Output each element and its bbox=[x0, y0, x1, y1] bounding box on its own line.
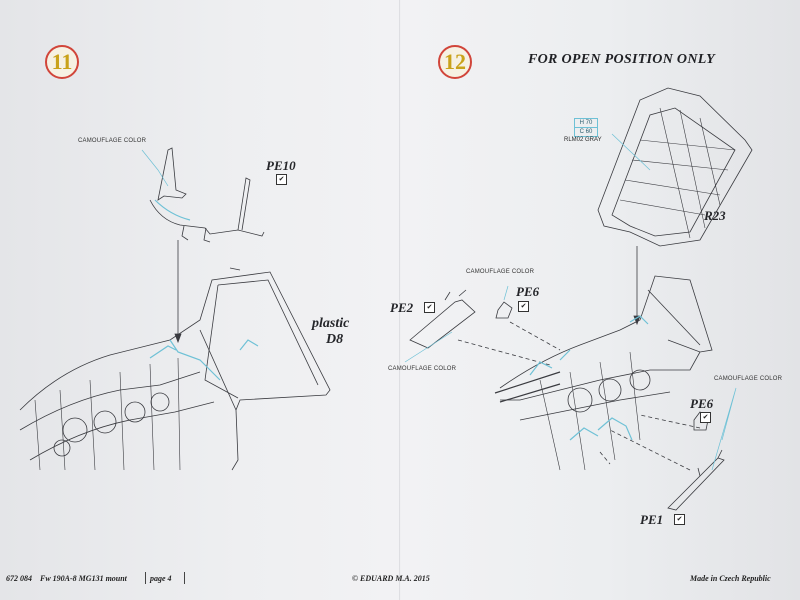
footer-separator-2 bbox=[184, 572, 185, 584]
camouflage-color-label-pe2: CAMOUFLAGE COLOR bbox=[388, 366, 457, 372]
camouflage-color-label-pe6-right: CAMOUFLAGE COLOR bbox=[714, 376, 783, 382]
part-label-r23: R23 bbox=[704, 208, 726, 223]
paint-name: RLM02 GRAY bbox=[564, 137, 602, 143]
footer-code: 672 084 bbox=[6, 574, 32, 583]
paint-code-c: C 60 bbox=[579, 129, 593, 135]
footer-product: Fw 190A-8 MG131 mount bbox=[40, 574, 127, 583]
check-box-pe1: ✔ bbox=[674, 514, 685, 525]
part-label-pe6-right: PE6 bbox=[690, 396, 714, 411]
step-number-12: 12 bbox=[438, 45, 472, 79]
footer-page: page 4 bbox=[150, 574, 172, 583]
part-label-pe1: PE1 bbox=[640, 512, 664, 527]
check-box-pe10: ✔ bbox=[276, 174, 287, 185]
check-box-pe2: ✔ bbox=[424, 302, 435, 313]
page-fold bbox=[399, 0, 401, 600]
footer-separator-1 bbox=[145, 572, 146, 584]
check-box-pe6-right: ✔ bbox=[700, 412, 711, 423]
page-footer: 672 084 Fw 190A-8 MG131 mount page 4 © E… bbox=[0, 572, 800, 586]
part-label-d8: D8 bbox=[326, 332, 344, 347]
step-number-11: 11 bbox=[45, 45, 79, 79]
part-label-pe10: PE10 bbox=[266, 158, 296, 173]
step-12-title: FOR OPEN POSITION ONLY bbox=[528, 52, 715, 67]
part-label-pe2: PE2 bbox=[390, 300, 414, 315]
paint-code-box: H 70 C 60 bbox=[574, 118, 598, 137]
part-label-pe6-top: PE6 bbox=[516, 284, 540, 299]
camouflage-color-label-pe6-top: CAMOUFLAGE COLOR bbox=[466, 269, 535, 275]
paint-code-h: H 70 bbox=[575, 119, 597, 128]
plastic-label: plastic bbox=[312, 316, 350, 331]
footer-made-in: Made in Czech Republic bbox=[690, 574, 771, 583]
check-box-pe6-top: ✔ bbox=[518, 301, 529, 312]
camouflage-color-label-pe10: CAMOUFLAGE COLOR bbox=[78, 138, 147, 144]
footer-copyright: © EDUARD M.A. 2015 bbox=[352, 574, 430, 583]
